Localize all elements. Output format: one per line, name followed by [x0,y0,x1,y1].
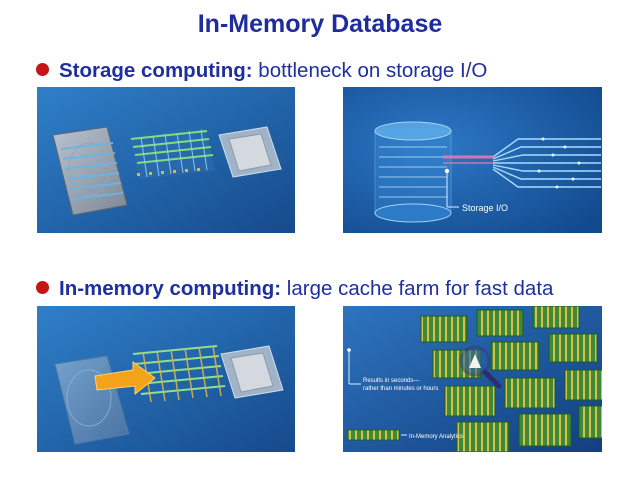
bullet-storage-computing: Storage computing: bottleneck on storage… [36,59,487,83]
bullet-dot [36,63,49,77]
memory-module-icon [129,127,215,179]
memory-farm-grid-icon [420,306,602,452]
in-memory-analytics-image: Results in seconds— rather than minutes … [343,306,602,452]
memory-module-icon [132,345,226,403]
magnifier-icon [459,345,502,389]
bullet-dot [36,281,49,295]
cpu-chip-icon [218,126,282,178]
cpu-chip-icon [220,345,284,399]
hard-disk-icon [52,126,128,216]
bullet-in-memory-computing: In-memory computing: large cache farm fo… [36,277,553,301]
bullet-text: bottleneck on storage I/O [252,59,488,82]
analytics-legend: In-Memory Analytics [346,429,463,441]
results-label-line-2: rather than minutes or hours [363,386,438,392]
slide-title: In-Memory Database [197,10,443,38]
data-transfer-arrow-icon [94,361,156,396]
data-stream-icon [443,155,493,164]
storage-computing-hardware-image [37,87,295,233]
results-label-line-1: Results in seconds— [363,378,419,384]
bullet-heading: Storage computing: [59,59,253,82]
bullet-heading: In-memory computing: [59,277,282,300]
storage-io-image: Storage I/O [343,87,602,233]
in-memory-hardware-image [37,306,295,452]
bullet-text: large cache farm for fast data [281,277,554,300]
storage-io-label: Storage I/O [462,203,508,213]
database-cylinder-icon [374,121,452,223]
analytics-label: In-Memory Analytics [409,434,463,440]
